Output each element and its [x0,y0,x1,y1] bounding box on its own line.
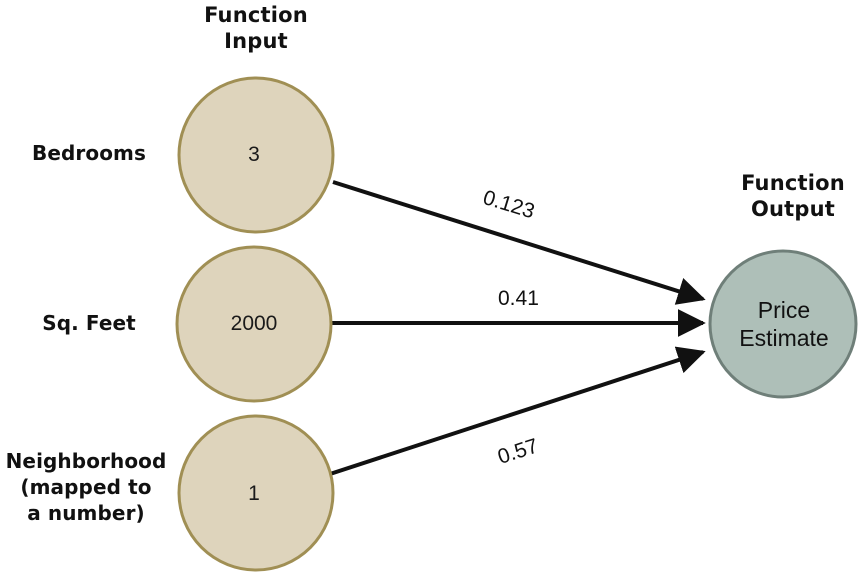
input-value-neighborhood: 1 [248,482,260,505]
function-input-title-line2: Input [224,29,288,53]
input-node-sqfeet[interactable] [175,245,333,403]
input-label-line: Neighborhood [5,449,167,473]
input-value-sqfeet: 2000 [230,312,278,335]
input-value-bedrooms: 3 [248,143,260,166]
edge-group [329,180,706,476]
input-label-neighborhood: Neighborhood (mapped to a number) [0,448,172,526]
function-output-title-line2: Output [750,197,836,221]
input-label-line: (mapped to [20,475,152,499]
output-node-price-estimate[interactable] [708,249,858,399]
output-node-label-line1: Price [757,297,811,323]
input-label-sqfeet: Sq. Feet [8,310,170,336]
function-output-title-line1: Function [741,171,845,195]
input-label-line: Sq. Feet [42,311,136,335]
output-node-label-line2: Estimate [739,325,829,351]
edge-bedrooms-to-output [332,180,706,305]
function-output-title: Function Output [713,170,865,222]
input-label-bedrooms: Bedrooms [8,140,170,166]
input-label-line: Bedrooms [31,141,146,165]
output-node-label: Price Estimate [716,296,852,352]
input-label-line: a number) [27,501,145,525]
edge-neighborhood-to-output [329,346,706,476]
function-input-title-line1: Function [204,3,308,27]
input-node-bedrooms[interactable] [177,76,335,234]
edge-weight-sqfeet: 0.41 [498,287,539,310]
function-input-title: Function Input [176,2,336,54]
input-node-neighborhood[interactable] [177,414,335,572]
